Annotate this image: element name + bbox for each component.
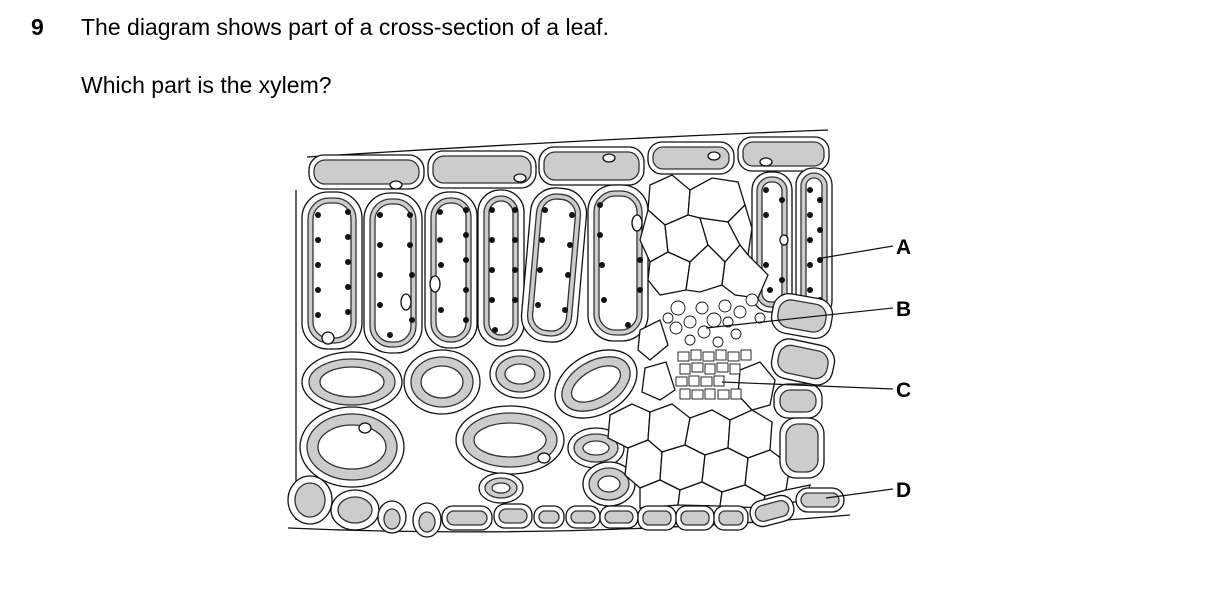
label-a: A (896, 236, 911, 259)
label-b: B (896, 298, 911, 321)
vascular-tissue (662, 293, 766, 400)
right-mesophyll (770, 292, 836, 479)
vascular-bundle-sheath (607, 174, 811, 509)
question-prompt: Which part is the xylem? (81, 72, 332, 98)
lower-epidermis (287, 475, 845, 538)
upper-epidermis (308, 136, 830, 190)
question-number: 9 (31, 14, 44, 40)
label-d: D (896, 479, 911, 502)
label-lines (705, 245, 894, 499)
question-text: The diagram shows part of a cross-sectio… (81, 14, 609, 40)
spongy-mesophyll (299, 349, 638, 507)
label-c: C (896, 379, 911, 402)
upper-cuticle (306, 129, 829, 158)
